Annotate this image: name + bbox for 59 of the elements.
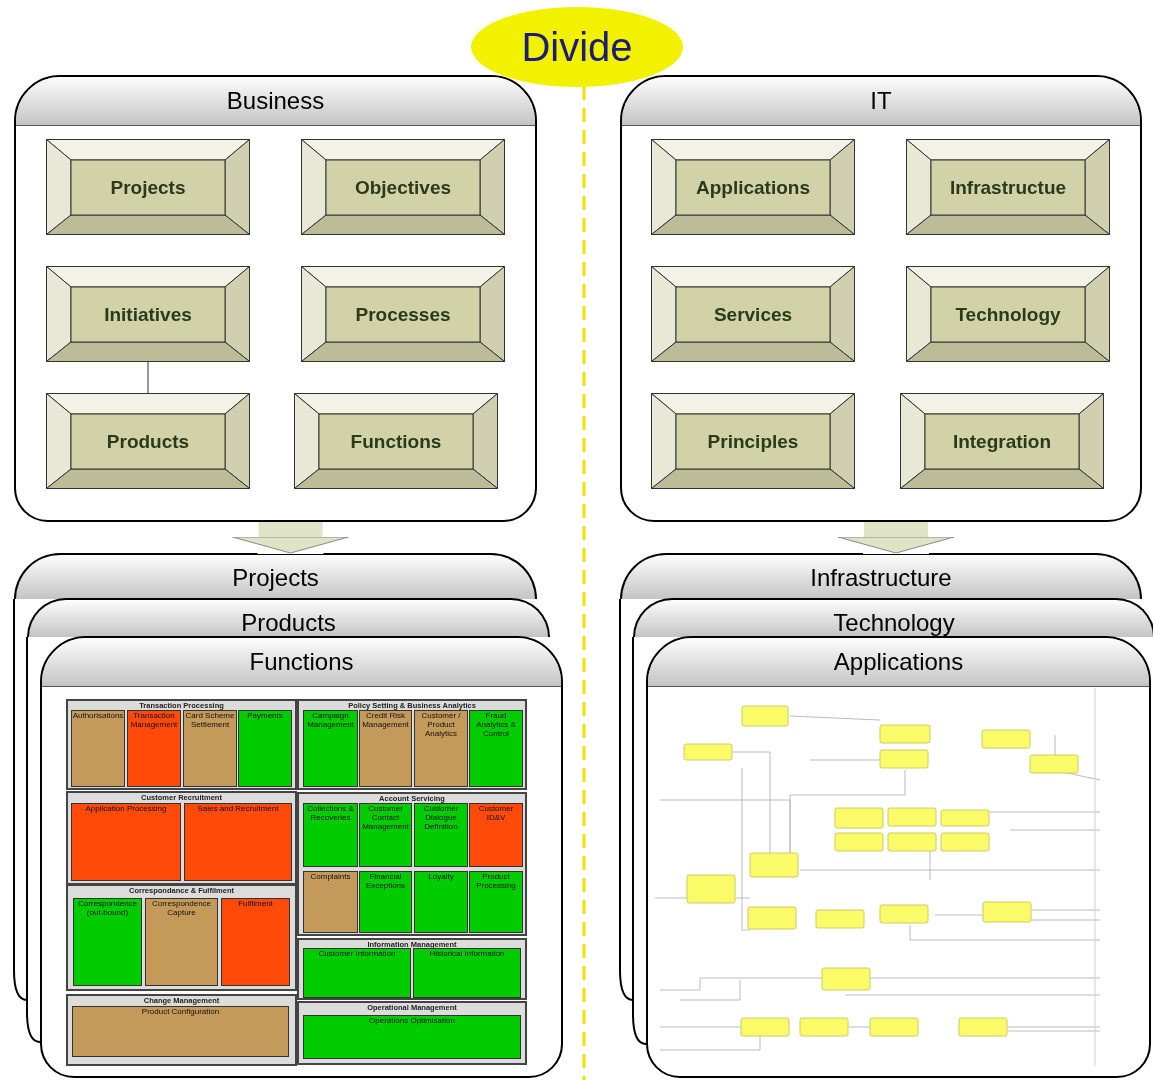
function-cell: Payments [238, 710, 292, 787]
panel [646, 636, 1151, 1078]
panel [620, 75, 1142, 522]
panel-header: Functions [42, 638, 561, 687]
heading-ellipse: Divide [471, 7, 683, 87]
function-group [297, 699, 527, 790]
function-cell: Sales and Recruitment [184, 803, 292, 881]
box-label: Technology [954, 303, 1062, 327]
function-cell: Operations Optimisation [303, 1015, 521, 1059]
function-group [66, 791, 297, 885]
function-group [66, 884, 297, 991]
function-cell: Product Processing [469, 871, 523, 933]
function-cell: Customer / Product Analytics [414, 710, 468, 787]
panel-header: Business [16, 77, 535, 126]
panel-header: Products [27, 598, 550, 637]
function-cell: Fraud Analytics & Control [469, 710, 523, 787]
function-group [66, 994, 297, 1066]
box-label: Infrastructue [948, 176, 1068, 200]
function-cell: Authorisations [71, 710, 125, 787]
connector-line [147, 361, 149, 394]
box-label: Projects [109, 176, 187, 200]
box-label: Products [105, 430, 191, 454]
function-cell: Campaign Management [303, 710, 358, 787]
function-group [297, 1001, 527, 1065]
function-group [66, 699, 297, 790]
box-label: Applications [695, 176, 811, 200]
function-cell: Credit Risk Management [359, 710, 412, 787]
function-cell: Financial Exceptions [359, 871, 412, 933]
function-cell: Customer Contact Management [359, 803, 412, 867]
panel [40, 636, 563, 1078]
box-label: Integration [951, 430, 1053, 454]
function-cell: Application Processing [71, 803, 181, 881]
function-cell: Complaints [303, 871, 358, 933]
function-group [297, 938, 527, 1000]
function-cell: Historical Information [413, 948, 521, 998]
box-label: Processes [354, 303, 452, 327]
function-cell: Loyalty [414, 871, 468, 933]
function-cell: Product Configuration [72, 1006, 289, 1057]
function-cell: Customer ID&V [469, 803, 523, 867]
panel [14, 75, 537, 522]
function-group [297, 792, 527, 936]
function-cell: Customer Dialogue Definition [414, 803, 468, 867]
function-cell: Collections & Recoveries [303, 803, 358, 867]
box-label: Objectives [353, 176, 453, 200]
panel-header: Applications [648, 638, 1149, 687]
function-cell: Fulfilment [221, 898, 290, 986]
box-label: Services [712, 303, 794, 327]
panel-header: IT [622, 77, 1140, 126]
box-label: Initiatives [103, 303, 193, 327]
function-cell: Transaction Management [127, 710, 181, 787]
function-cell: Correspondence (out-bound) [73, 898, 142, 986]
panel-header: Technology [633, 598, 1153, 637]
function-cell: Card Scheme Settlement [183, 710, 237, 787]
panel-header: Projects [14, 553, 537, 599]
panel-header: Infrastructure [620, 553, 1142, 599]
box-label: Functions [349, 430, 443, 454]
function-cell: Customer Information [303, 948, 411, 998]
function-cell: Correspondence Capture [145, 898, 218, 986]
box-label: Principles [706, 430, 800, 454]
